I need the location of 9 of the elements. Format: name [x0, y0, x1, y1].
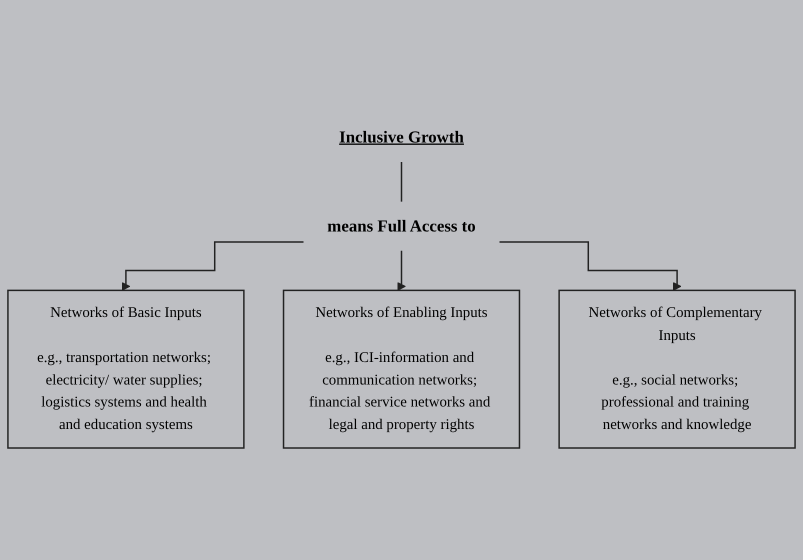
arrow — [500, 240, 682, 290]
arrow — [397, 250, 406, 290]
node-text: means Full Access to — [327, 216, 476, 235]
node-text: Inclusive Growth — [339, 127, 464, 146]
connector — [400, 160, 402, 202]
node-box: Networks of Complementary Inputs e.g., social networks; professional and training networks and knowledge — [558, 289, 796, 448]
arrow — [122, 240, 304, 290]
node-box: Networks of Basic Inputs e.g., transportation networks; electricity/ water supplies; logistics systems and health and education systems — [7, 289, 245, 448]
node-box: Networks of Enabling Inputs e.g., ICI-information and communication networks; financial service networks and legal and property rights — [282, 289, 520, 448]
